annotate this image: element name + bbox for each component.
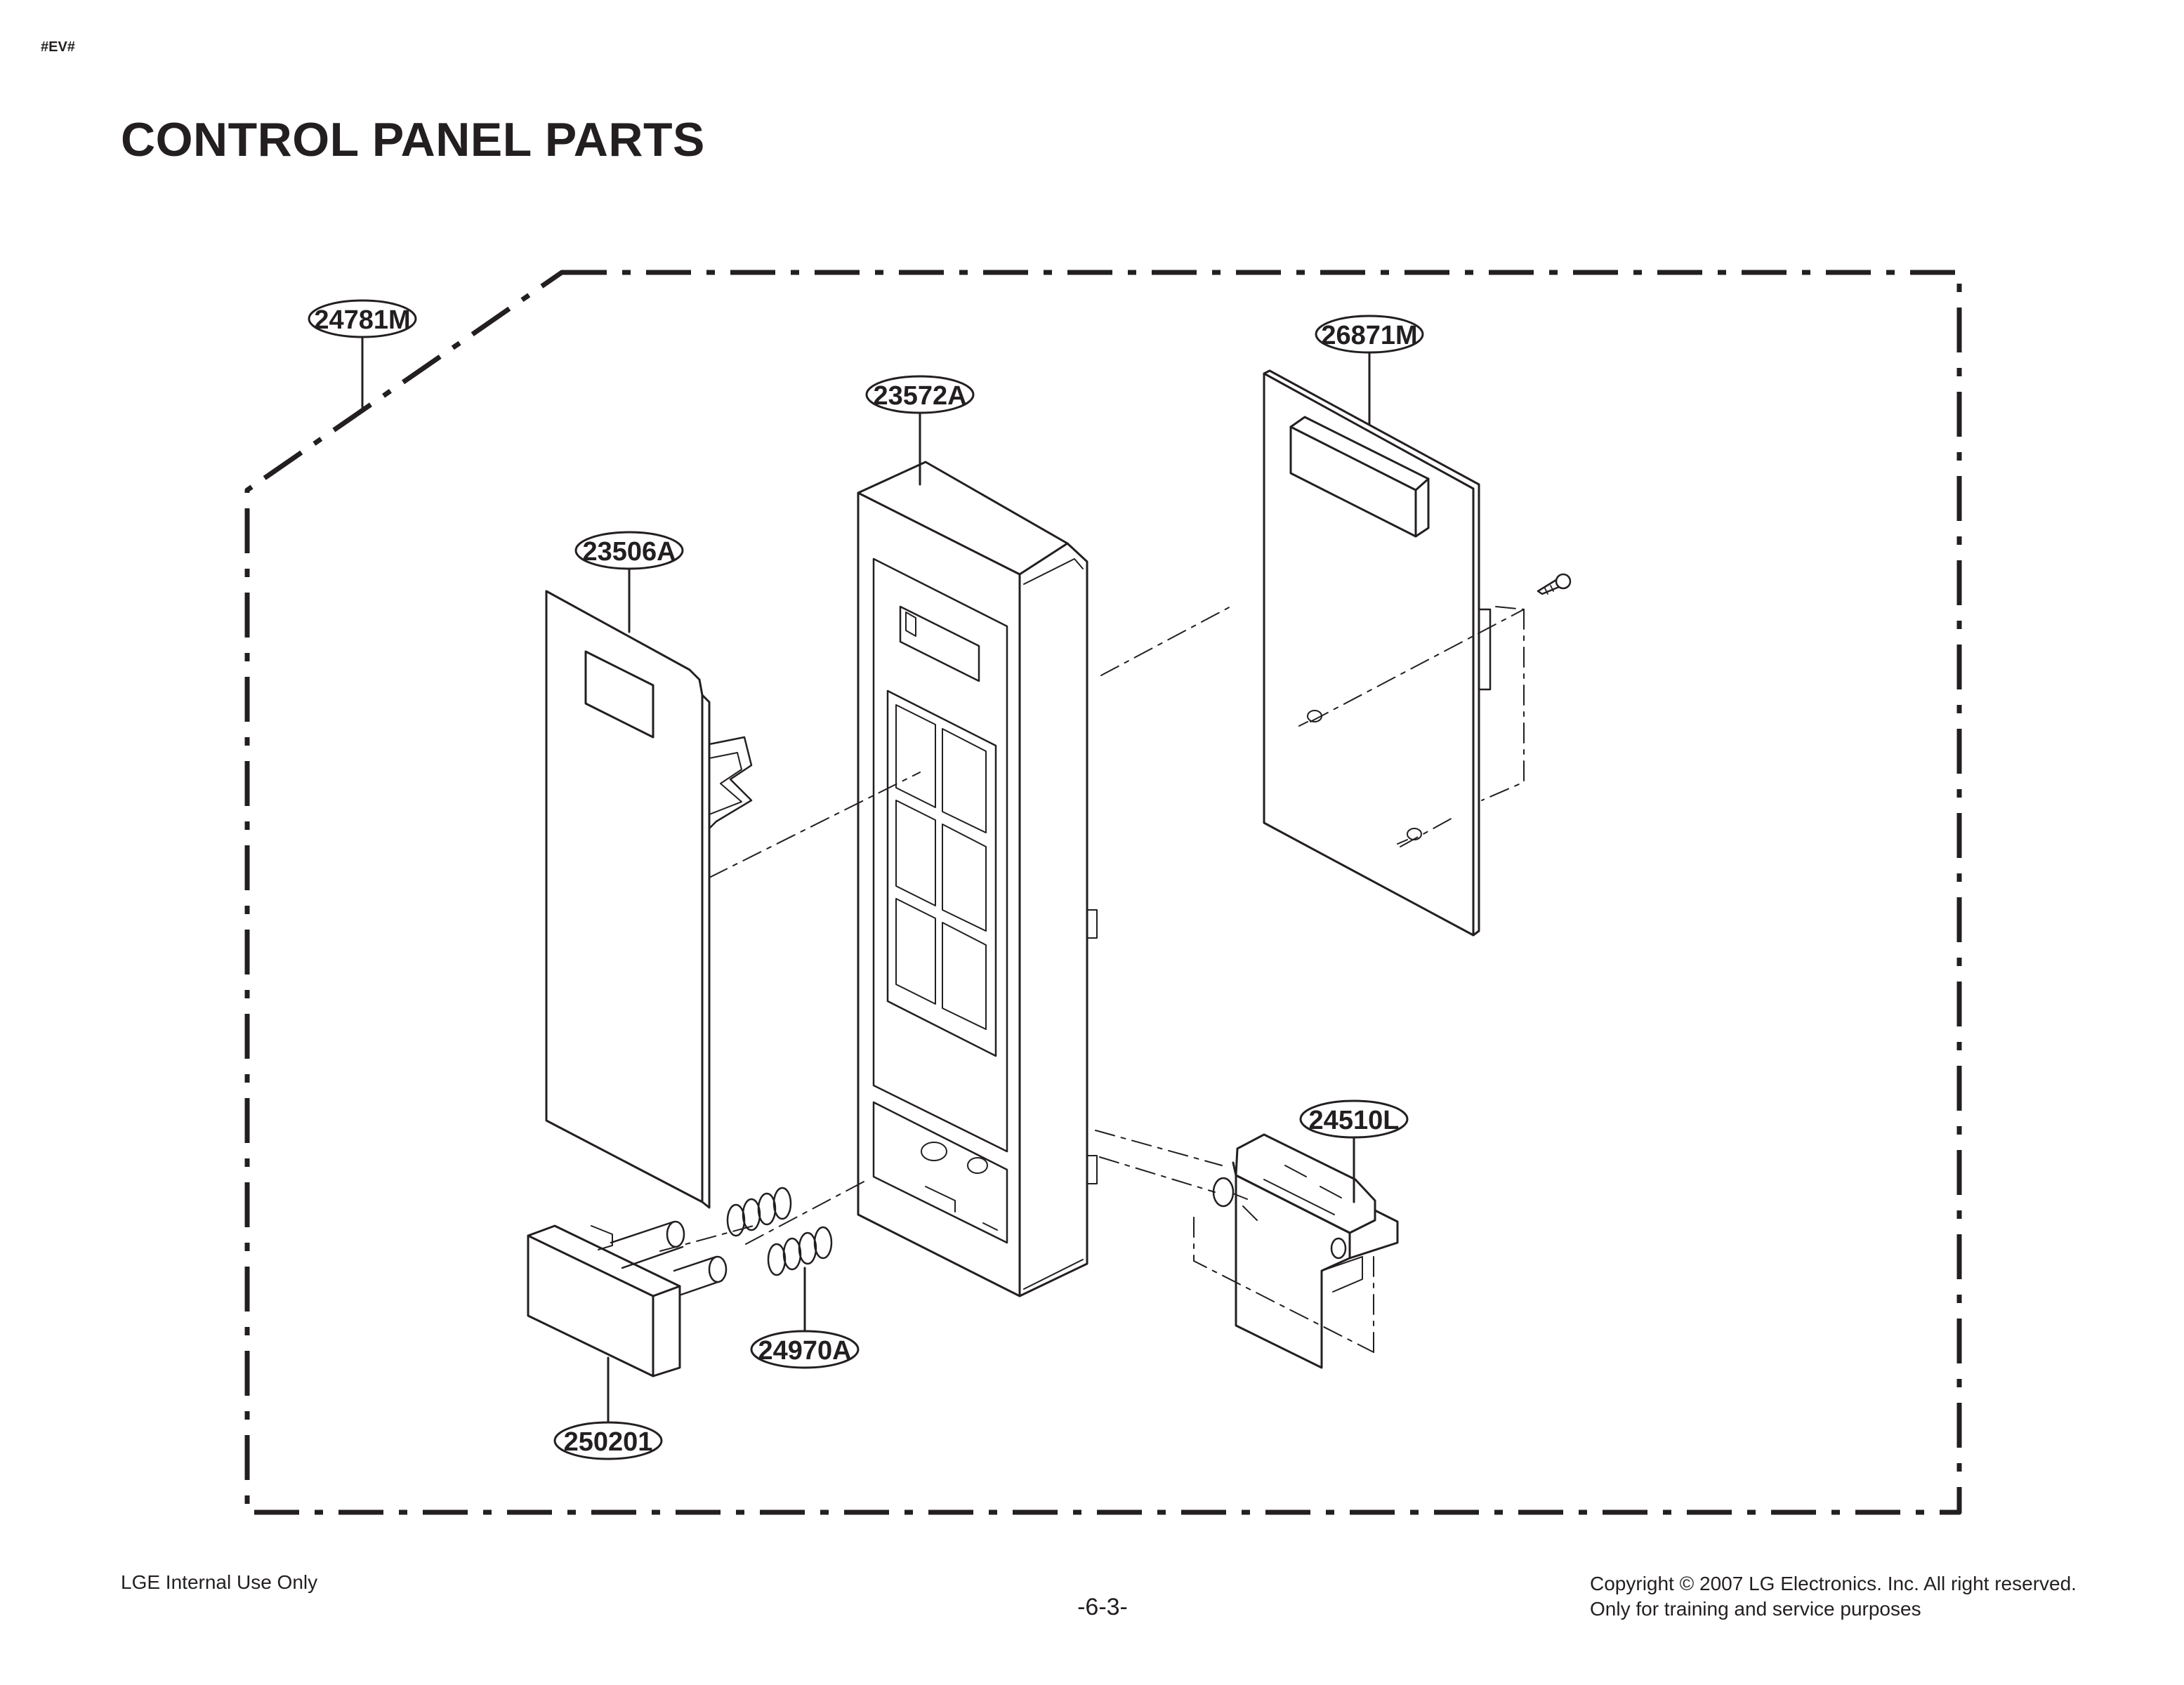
svg-text:250201: 250201 bbox=[564, 1427, 653, 1457]
copyright-line: Copyright © 2007 LG Electronics. Inc. Al… bbox=[1590, 1573, 2077, 1594]
callout-23572A: 23572A bbox=[865, 375, 975, 486]
callout-23506A: 23506A bbox=[574, 531, 684, 633]
door-button-part bbox=[527, 1220, 728, 1377]
purpose-line: Only for training and service purposes bbox=[1590, 1598, 1921, 1620]
page-number: -6-3- bbox=[1077, 1594, 1128, 1620]
callout-26871M: 26871M bbox=[1315, 315, 1424, 425]
callout-24510L: 24510L bbox=[1299, 1099, 1409, 1203]
svg-text:24781M: 24781M bbox=[314, 305, 410, 335]
callout-24970A: 24970A bbox=[750, 1267, 860, 1369]
callout-24781M: 24781M bbox=[308, 299, 417, 409]
latch-lever-part bbox=[1212, 1133, 1399, 1369]
copyright-notice: Copyright © 2007 LG Electronics. Inc. Al… bbox=[1590, 1571, 2077, 1622]
svg-text:24970A: 24970A bbox=[758, 1336, 851, 1366]
screw-part bbox=[1537, 573, 1572, 595]
svg-text:23506A: 23506A bbox=[582, 537, 676, 567]
document-tag: #EV# bbox=[41, 39, 75, 55]
assembly-guide-lines bbox=[659, 604, 1525, 1353]
internal-use-notice: LGE Internal Use Only bbox=[121, 1571, 318, 1593]
svg-text:23572A: 23572A bbox=[873, 381, 966, 411]
control-frame-part bbox=[857, 461, 1098, 1297]
membrane-sheet-part bbox=[545, 590, 753, 1209]
pcb-assembly-part bbox=[1263, 369, 1492, 937]
svg-text:24510L: 24510L bbox=[1309, 1106, 1400, 1135]
callout-250201: 250201 bbox=[553, 1356, 663, 1460]
assembly-boundary bbox=[244, 270, 1962, 1515]
svg-text:26871M: 26871M bbox=[1321, 321, 1417, 350]
page-title: CONTROL PANEL PARTS bbox=[121, 113, 705, 166]
spring-part bbox=[726, 1187, 833, 1276]
